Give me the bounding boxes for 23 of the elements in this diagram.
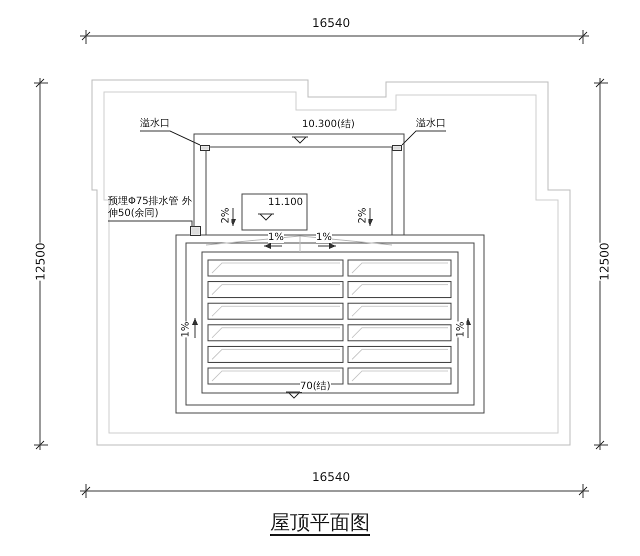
leader-line [140,130,200,146]
dimension-text: 16540 [312,471,350,484]
leader-line [402,130,446,146]
dimension-text: 12500 [34,242,48,281]
overflow-outlet [392,145,402,151]
slope-text: 1% [455,322,466,338]
callout-text: 溢水口 [140,118,170,130]
overflow-outlet [200,145,210,151]
leader-line [108,220,192,226]
callout-text: 溢水口 [416,118,446,130]
slope-text: 1% [316,232,332,243]
drain-pipe [190,226,201,236]
diagram-title: 屋顶平面图 [270,511,370,536]
dimension-text: 16540 [312,17,350,30]
elevation-text: 70(结) [300,381,331,392]
slope-text: 2% [220,208,232,224]
slope-text: 2% [357,208,368,224]
dimension-text: 12500 [598,242,612,281]
elevation-text: 10.300(结) [302,119,355,130]
slope-text: 1% [268,232,284,243]
slope-text: 1% [180,322,192,338]
elevation-text: 11.100 [268,197,303,208]
callout-text: 预埋Φ75排水管 外伸50(余同) [108,196,192,220]
